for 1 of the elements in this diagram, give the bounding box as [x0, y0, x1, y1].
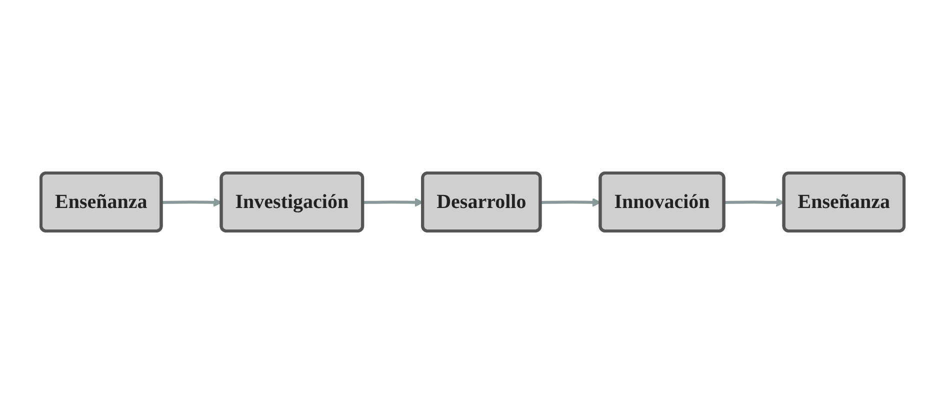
- arrow: [363, 197, 424, 206]
